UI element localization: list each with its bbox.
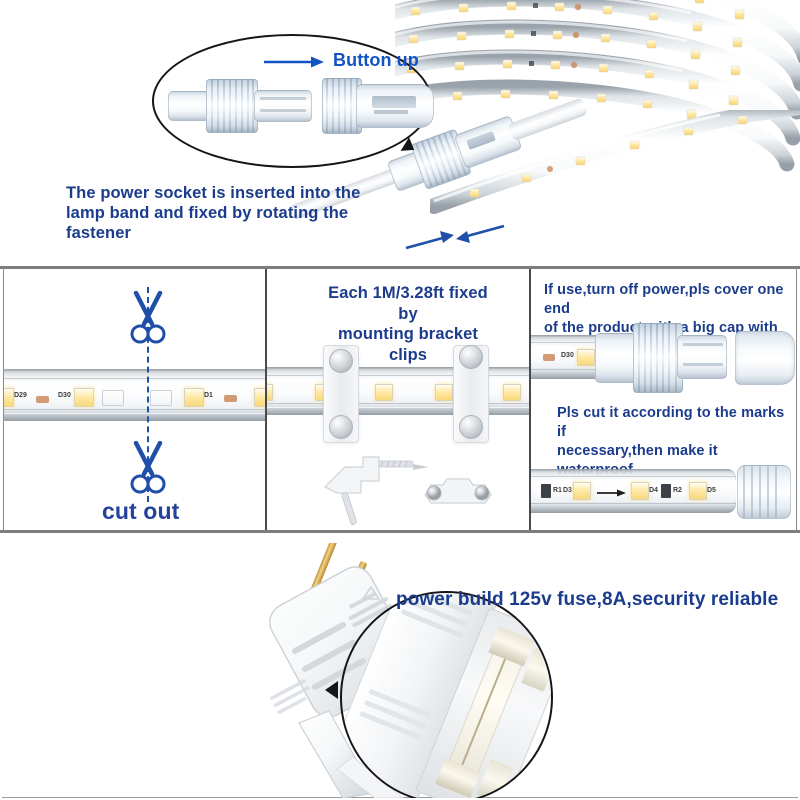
scissors-icon [126, 290, 170, 347]
led-chip [689, 482, 707, 500]
divider-horizontal-bottom [0, 530, 800, 533]
double-arrow-icon [404, 222, 509, 252]
strip-mark-d30: D30 [561, 352, 574, 359]
panel-cut-out: D29 D30 D1 [4, 269, 265, 530]
led-strip-segment: D29 D30 D1 [4, 369, 265, 421]
endcap-caption-bottom-line-1: Pls cut it according to the marks if [557, 405, 785, 440]
strip-mark-d29: D29 [14, 392, 27, 399]
caption-line-3: fastener [66, 224, 131, 243]
led-chip [74, 388, 94, 407]
strip-mark-r2: R2 [673, 487, 682, 494]
screw-icon [459, 415, 483, 439]
big-cap-icon [735, 331, 795, 385]
led-chip [577, 349, 595, 366]
panel-end-cap: If use,turn off power,pls cover one end … [531, 269, 796, 530]
divider-horizontal-top [0, 266, 800, 269]
led-blank [150, 390, 172, 406]
caption-line-1: The power socket is inserted into the [66, 184, 361, 202]
button-up-label: Button up [333, 50, 419, 70]
led-strip-segment [267, 367, 529, 415]
resistor-icon [224, 395, 237, 402]
triangle-pointer-icon [325, 681, 338, 699]
border-right-edge [796, 269, 797, 530]
callout-socket-half [168, 75, 318, 135]
endcap-connector-tip [677, 335, 727, 379]
endcap-threaded-collar [633, 323, 683, 393]
screw-icon [329, 349, 353, 373]
strip-mark-d1: D1 [204, 392, 213, 399]
panel-power-socket-connection: Button up The power socket is inserted i… [0, 0, 800, 268]
callout-plug-half [322, 76, 434, 134]
loose-bracket-and-screws [317, 449, 517, 530]
screw-icon [459, 345, 483, 369]
strip-mark-r1: R1 [553, 487, 562, 494]
panel-mounting-bracket: Each 1M/3.28ft fixed by mounting bracket… [267, 269, 529, 530]
led-chip [254, 388, 265, 407]
caption-line-2: lamp band and fixed by rotating the [66, 204, 349, 223]
endcap-caption-top-line-1: If use,turn off power,pls cover one end [544, 282, 784, 317]
resistor-icon [543, 354, 555, 361]
screw-icon [329, 415, 353, 439]
fuse-caption: power build 125v fuse,8A,security reliab… [396, 589, 779, 610]
strip-mark-d30: D30 [58, 392, 71, 399]
led-strip-segment: R1 D3 D4 R2 D5 [531, 469, 736, 513]
led-rope-tail [430, 110, 800, 245]
mark-chip-icon [541, 484, 551, 498]
arrow-right-icon [264, 55, 326, 69]
led-chip [573, 482, 591, 500]
dashed-cut-line [147, 287, 149, 502]
led-chip [4, 388, 14, 407]
divider-vertical-left [265, 269, 267, 530]
led-blank [102, 390, 124, 406]
bracket-caption: Each 1M/3.28ft fixed by mounting bracket… [319, 283, 497, 366]
circle-callout [340, 591, 553, 798]
top-panel-caption: The power socket is inserted into the la… [66, 183, 396, 243]
strip-mark-d5: D5 [707, 487, 716, 494]
divider-vertical-right [529, 269, 531, 530]
scissors-icon [126, 440, 170, 497]
resistor-icon [36, 396, 49, 403]
led-chip [184, 388, 204, 407]
led-chip [631, 482, 649, 500]
panel-power-plug-fuse: power build 125v fuse,8A,security reliab… [0, 533, 800, 798]
arrow-right-icon [597, 485, 627, 497]
small-cap-icon [737, 465, 791, 519]
strip-mark-d4: D4 [649, 487, 658, 494]
cut-out-label: cut out [102, 498, 180, 524]
fuse-housing [342, 593, 551, 798]
strip-mark-d3: D3 [563, 487, 572, 494]
border-left-edge [3, 269, 4, 530]
bracket-caption-line-2: mounting bracket clips [337, 325, 479, 364]
endcap-caption-top: If use,turn off power,pls cover one end … [544, 281, 796, 356]
mark-chip-icon [661, 484, 671, 498]
bracket-caption-line-1: Each 1M/3.28ft fixed by [328, 284, 488, 323]
